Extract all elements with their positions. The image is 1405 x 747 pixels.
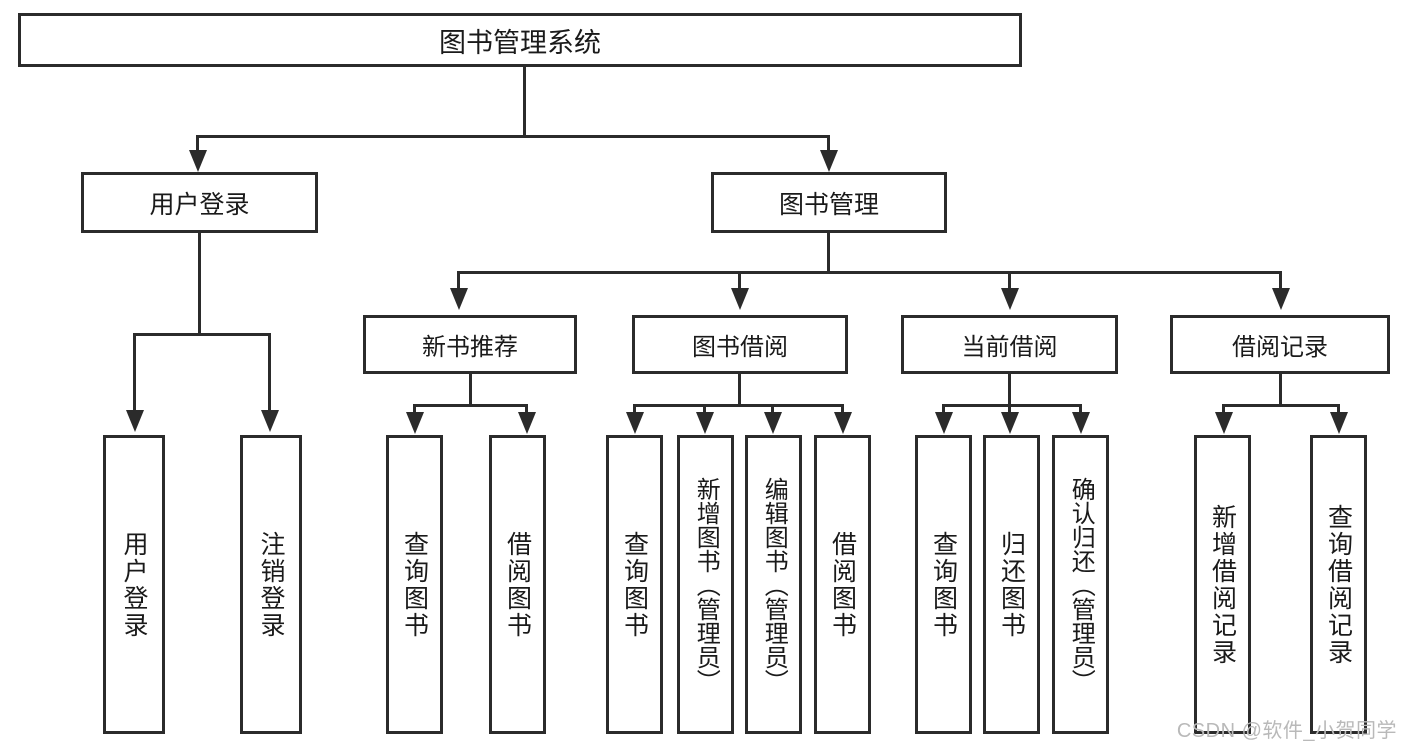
arrow-user-login-to-logout <box>261 410 279 432</box>
arrow-br-to-query-record <box>1330 412 1348 434</box>
node-leaf-cb-return-book[interactable]: 归还图书 <box>983 435 1040 734</box>
arrow-cb-to-query-book <box>935 412 953 434</box>
arrow-bm-to-book-borrow <box>731 288 749 310</box>
csdn-watermark: CSDN @软件_小贺同学 <box>1176 720 1397 742</box>
node-label: 查询图书 <box>929 530 958 639</box>
node-leaf-bb-edit-book[interactable]: 编辑图书（管理员） <box>745 435 802 734</box>
node-label: 用户登录 <box>149 190 250 219</box>
arrow-user-login-to-login <box>126 410 144 432</box>
connector-bm-drop-4 <box>1279 271 1282 293</box>
connector-root-to-user-login <box>196 135 199 160</box>
connector-user-login-bar <box>133 333 270 336</box>
node-label: 编辑图书（管理员） <box>760 476 788 693</box>
node-label: 图书管理 <box>778 190 879 219</box>
node-label: 查询图书 <box>400 530 429 639</box>
node-label: 新书推荐 <box>422 334 518 361</box>
node-current-borrow[interactable]: 当前借阅 <box>901 315 1118 374</box>
arrow-nbr-to-borrow-book <box>518 412 536 434</box>
node-book-management[interactable]: 图书管理 <box>711 172 947 233</box>
node-label: 归还图书 <box>997 530 1026 639</box>
arrow-bb-to-edit-book <box>764 412 782 434</box>
node-label: 注销登录 <box>257 530 285 639</box>
connector-book-management-bar <box>457 271 1282 274</box>
node-label: 借阅图书 <box>828 530 857 639</box>
node-leaf-bb-add-book[interactable]: 新增图书（管理员） <box>677 435 734 734</box>
node-leaf-bb-borrow-book[interactable]: 借阅图书 <box>814 435 871 734</box>
node-label: 借阅图书 <box>503 530 532 639</box>
node-user-login[interactable]: 用户登录 <box>81 172 318 233</box>
connector-root-stem <box>523 67 526 137</box>
node-leaf-nbr-borrow-book[interactable]: 借阅图书 <box>489 435 546 734</box>
connector-bm-drop-1 <box>457 271 460 293</box>
connector-user-login-drop-1 <box>133 333 136 418</box>
node-label: 查询图书 <box>620 530 649 639</box>
node-label: 图书管理系统 <box>439 27 601 58</box>
node-leaf-user-login[interactable]: 用户登录 <box>103 435 165 734</box>
connector-br-bar <box>1222 404 1340 407</box>
connector-cb-stem <box>1008 374 1011 406</box>
node-leaf-br-add-record[interactable]: 新增借阅记录 <box>1194 435 1251 734</box>
connector-nbr-stem <box>469 374 472 406</box>
connector-nbr-bar <box>413 404 528 407</box>
arrow-bb-to-add-book <box>696 412 714 434</box>
connector-user-login-drop-2 <box>268 333 271 418</box>
node-label: 新增借阅记录 <box>1208 503 1237 666</box>
node-leaf-nbr-query-book[interactable]: 查询图书 <box>386 435 443 734</box>
connector-book-management-stem <box>827 233 830 273</box>
arrow-bm-to-borrow-record <box>1272 288 1290 310</box>
connector-bm-drop-3 <box>1008 271 1011 293</box>
node-leaf-logout[interactable]: 注销登录 <box>240 435 302 734</box>
arrow-root-to-book-management <box>820 150 838 172</box>
node-new-book-recommend[interactable]: 新书推荐 <box>363 315 577 374</box>
connector-user-login-stem <box>198 233 201 335</box>
node-root-book-management-system[interactable]: 图书管理系统 <box>18 13 1022 67</box>
node-leaf-bb-query-book[interactable]: 查询图书 <box>606 435 663 734</box>
arrow-bb-to-borrow-book <box>834 412 852 434</box>
node-label: 查询借阅记录 <box>1324 503 1353 666</box>
arrow-cb-to-return-book <box>1001 412 1019 434</box>
node-book-borrow[interactable]: 图书借阅 <box>632 315 848 374</box>
node-label: 用户登录 <box>120 530 148 639</box>
arrow-bm-to-new-book-recommend <box>450 288 468 310</box>
connector-root-to-book-management <box>827 135 830 160</box>
connector-bb-bar <box>633 404 844 407</box>
node-label: 新增图书（管理员） <box>692 476 720 693</box>
node-label: 当前借阅 <box>961 334 1058 361</box>
node-borrow-record[interactable]: 借阅记录 <box>1170 315 1390 374</box>
node-label: 确认归还（管理员） <box>1067 476 1095 693</box>
arrow-br-to-add-record <box>1215 412 1233 434</box>
arrow-bm-to-current-borrow <box>1001 288 1019 310</box>
node-leaf-cb-confirm-return[interactable]: 确认归还（管理员） <box>1052 435 1109 734</box>
arrow-bb-to-query-book <box>626 412 644 434</box>
node-leaf-br-query-record[interactable]: 查询借阅记录 <box>1310 435 1367 734</box>
node-label: 借阅记录 <box>1232 334 1328 361</box>
connector-root-bar <box>196 135 830 138</box>
arrow-root-to-user-login <box>189 150 207 172</box>
connector-cb-bar <box>942 404 1082 407</box>
node-label: 图书借阅 <box>692 334 788 361</box>
arrow-nbr-to-query-book <box>406 412 424 434</box>
connector-bm-drop-2 <box>738 271 741 293</box>
connector-br-stem <box>1279 374 1282 406</box>
connector-bb-stem <box>738 374 741 406</box>
node-leaf-cb-query-book[interactable]: 查询图书 <box>915 435 972 734</box>
arrow-cb-to-confirm-return <box>1072 412 1090 434</box>
